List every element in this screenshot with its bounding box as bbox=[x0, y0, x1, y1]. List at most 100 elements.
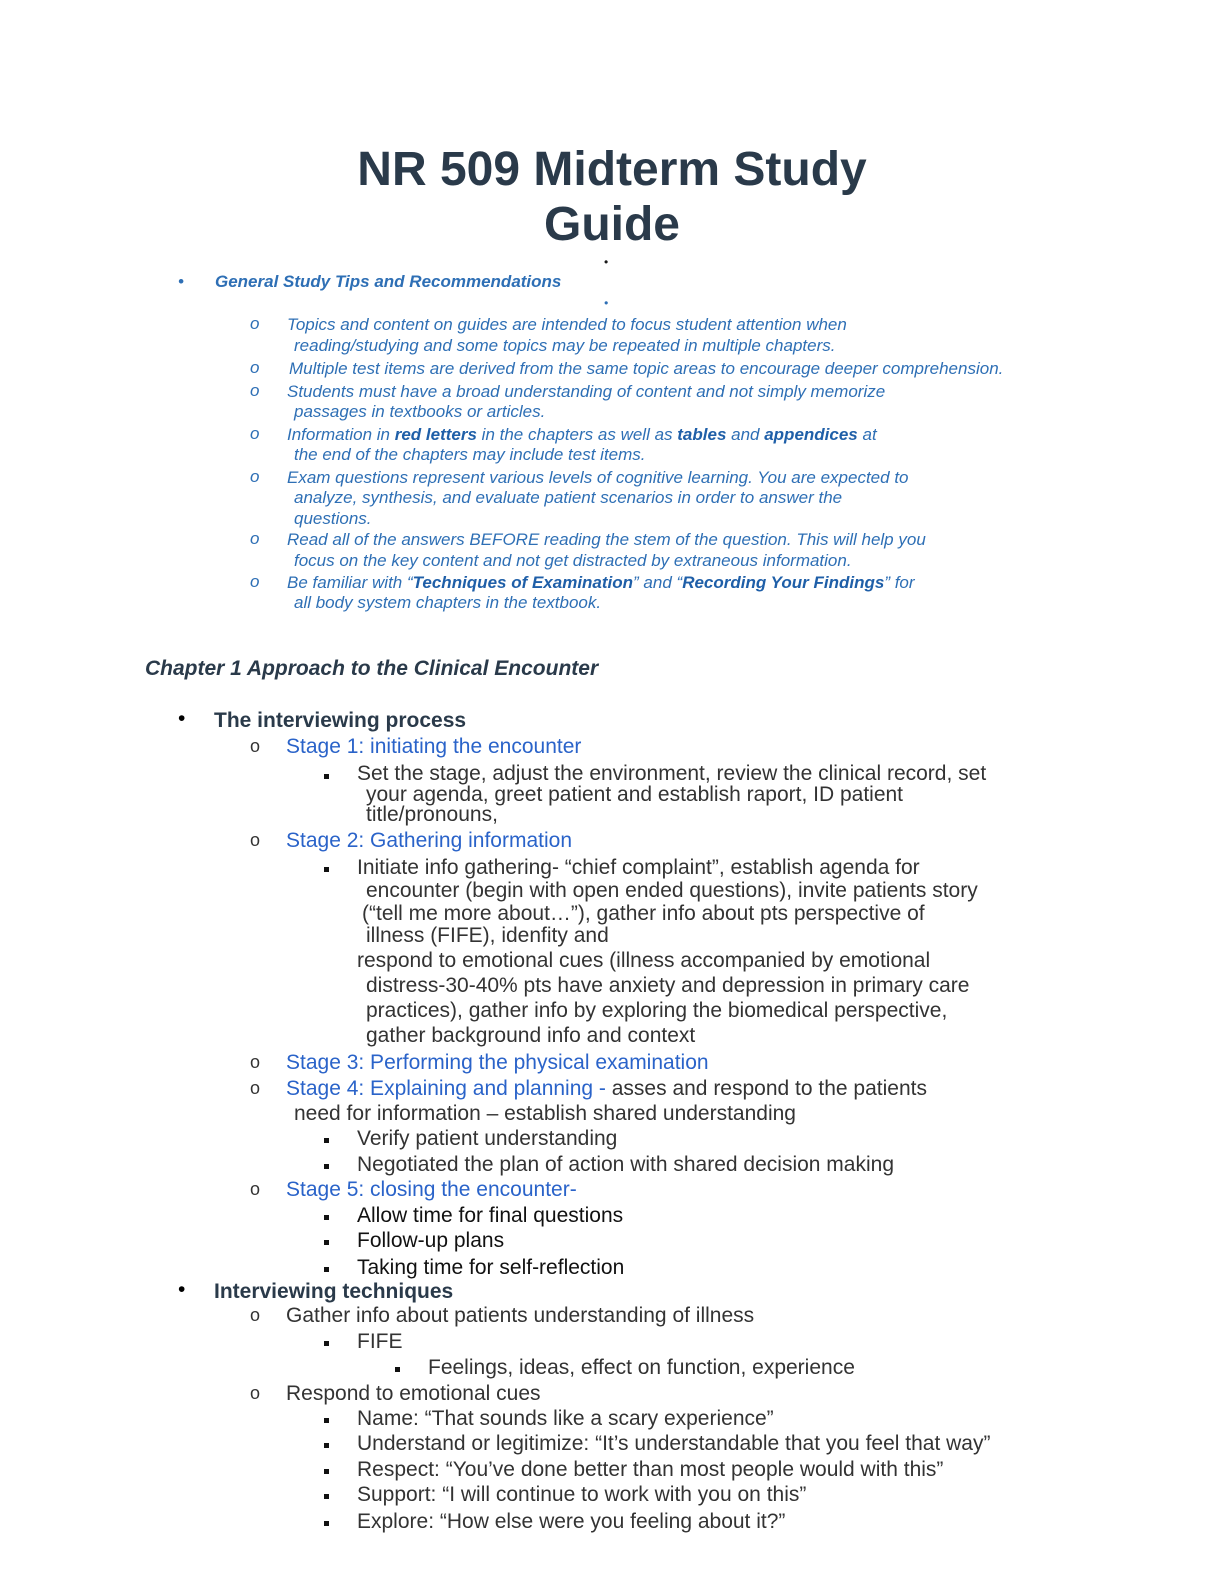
square-bullet-icon bbox=[324, 1443, 329, 1448]
tip-text: in the chapters as well as bbox=[476, 425, 678, 444]
stage-line: Stage 4: Explaining and planning - asses… bbox=[286, 1077, 927, 1101]
bullet-icon: • bbox=[178, 1278, 186, 1301]
title-line-1: NR 509 Midterm Study bbox=[357, 143, 867, 196]
tip-text: ” for bbox=[884, 573, 915, 592]
list-item: Respect: “You’ve done better than most p… bbox=[357, 1458, 944, 1481]
bullet-dot-icon: • bbox=[604, 296, 609, 310]
stage-text: asses and respond to the patients bbox=[611, 1077, 927, 1100]
list-item: Taking time for self-reflection bbox=[357, 1256, 625, 1279]
tip-line: questions. bbox=[294, 509, 372, 528]
circle-bullet-icon: o bbox=[250, 1383, 261, 1403]
list-item: Allow time for final questions bbox=[357, 1204, 624, 1227]
circle-bullet-icon: o bbox=[250, 1305, 261, 1325]
square-bullet-icon bbox=[324, 1418, 329, 1423]
list-item: Support: “I will continue to work with y… bbox=[357, 1483, 807, 1506]
bullet-icon: • bbox=[178, 272, 184, 291]
body-line: your agenda, greet patient and establish… bbox=[366, 783, 904, 806]
tip-line: the end of the chapters may include test… bbox=[294, 445, 646, 464]
square-bullet-icon bbox=[324, 1138, 329, 1143]
list-item: Negotiated the plan of action with share… bbox=[357, 1153, 894, 1176]
body-line: gather background info and context bbox=[366, 1024, 696, 1047]
square-bullet-icon bbox=[324, 774, 329, 779]
body-line: encounter (begin with open ended questio… bbox=[366, 879, 978, 902]
body-line: distress-30-40% pts have anxiety and dep… bbox=[366, 974, 970, 997]
tip-emphasis: appendices bbox=[764, 425, 858, 444]
list-item: Follow-up plans bbox=[357, 1229, 505, 1252]
circle-bullet-icon: o bbox=[250, 381, 260, 400]
circle-bullet-icon: o bbox=[250, 572, 260, 591]
square-bullet-icon bbox=[324, 1341, 329, 1346]
section-heading: The interviewing process bbox=[214, 709, 467, 732]
tip-text: at bbox=[857, 425, 877, 444]
tip-line: reading/studying and some topics may be … bbox=[294, 336, 836, 355]
circle-bullet-icon: o bbox=[250, 314, 260, 333]
body-line: illness (FIFE), idenfity and bbox=[366, 924, 609, 947]
tip-line: analyze, synthesis, and evaluate patient… bbox=[294, 488, 843, 507]
bullet-icon: • bbox=[178, 707, 186, 730]
circle-bullet-icon: o bbox=[250, 1078, 261, 1098]
stage-label: Stage 1: initiating the encounter bbox=[286, 735, 582, 758]
circle-bullet-icon: o bbox=[250, 467, 260, 486]
circle-bullet-icon: o bbox=[250, 1052, 261, 1072]
title-line-2: Guide bbox=[543, 198, 680, 251]
tip-emphasis: tables bbox=[677, 425, 727, 444]
circle-bullet-icon: o bbox=[250, 1179, 261, 1199]
circle-bullet-icon: o bbox=[250, 830, 261, 850]
list-item: Explore: “How else were you feeling abou… bbox=[357, 1510, 786, 1533]
square-bullet-icon bbox=[324, 1521, 329, 1526]
square-bullet-icon bbox=[395, 1367, 400, 1372]
square-bullet-icon bbox=[324, 1494, 329, 1499]
body-line: title/pronouns, bbox=[366, 803, 498, 826]
document-title: NR 509 Midterm Study Guide bbox=[0, 142, 1224, 252]
circle-bullet-icon: o bbox=[250, 358, 260, 377]
list-item: Verify patient understanding bbox=[357, 1127, 618, 1150]
circle-bullet-icon: o bbox=[250, 529, 260, 548]
stage-label: Stage 3: Performing the physical examina… bbox=[286, 1051, 709, 1074]
tip-line: Be familiar with “Techniques of Examinat… bbox=[287, 573, 915, 593]
tip-line: passages in textbooks or articles. bbox=[294, 402, 546, 421]
item-label: Respond to emotional cues bbox=[286, 1382, 541, 1405]
stage-label: Stage 5: closing the encounter- bbox=[286, 1178, 577, 1201]
tip-line: Students must have a broad understanding… bbox=[287, 382, 886, 401]
stage-label: Stage 4: Explaining and planning - bbox=[286, 1077, 612, 1100]
square-bullet-icon bbox=[324, 867, 329, 872]
tip-emphasis: Recording Your Findings bbox=[682, 573, 885, 592]
body-line: practices), gather info by exploring the… bbox=[366, 999, 948, 1022]
tip-line: Exam questions represent various levels … bbox=[287, 468, 909, 487]
tip-emphasis: Techniques of Examination bbox=[412, 573, 634, 592]
list-item: FIFE bbox=[357, 1330, 403, 1353]
section-heading: Interviewing techniques bbox=[214, 1280, 454, 1303]
tip-emphasis: red letters bbox=[394, 425, 477, 444]
bullet-dot-icon: • bbox=[604, 255, 609, 269]
square-bullet-icon bbox=[324, 1240, 329, 1245]
body-line: Set the stage, adjust the environment, r… bbox=[357, 762, 987, 785]
tip-line: Multiple test items are derived from the… bbox=[289, 359, 1004, 378]
body-line: (“tell me more about…”), gather info abo… bbox=[362, 902, 925, 925]
tips-heading: General Study Tips and Recommendations bbox=[215, 272, 562, 291]
body-line: respond to emotional cues (illness accom… bbox=[357, 949, 931, 972]
square-bullet-icon bbox=[324, 1215, 329, 1220]
tip-text: Information in bbox=[287, 425, 395, 444]
stage-label: Stage 2: Gathering information bbox=[286, 829, 573, 852]
tip-line: Information in red letters in the chapte… bbox=[287, 425, 877, 445]
tip-text: and bbox=[726, 425, 765, 444]
tip-line: all body system chapters in the textbook… bbox=[294, 593, 602, 612]
list-item: Name: “That sounds like a scary experien… bbox=[357, 1407, 774, 1430]
square-bullet-icon bbox=[324, 1469, 329, 1474]
chapter-heading: Chapter 1 Approach to the Clinical Encou… bbox=[145, 657, 599, 680]
body-line: Initiate info gathering- “chief complain… bbox=[357, 856, 920, 879]
tip-line: focus on the key content and not get dis… bbox=[294, 551, 852, 570]
tip-line: Topics and content on guides are intende… bbox=[287, 315, 847, 334]
tip-line: Read all of the answers BEFORE reading t… bbox=[287, 530, 926, 549]
list-item: Feelings, ideas, effect on function, exp… bbox=[428, 1356, 855, 1379]
tip-text: ” and “ bbox=[633, 573, 683, 592]
square-bullet-icon bbox=[324, 1164, 329, 1169]
list-item: Understand or legitimize: “It’s understa… bbox=[357, 1432, 991, 1455]
body-line: need for information – establish shared … bbox=[294, 1102, 796, 1125]
tip-text: Be familiar with “ bbox=[287, 573, 413, 592]
circle-bullet-icon: o bbox=[250, 424, 260, 443]
circle-bullet-icon: o bbox=[250, 736, 261, 756]
square-bullet-icon bbox=[324, 1267, 329, 1272]
item-label: Gather info about patients understanding… bbox=[286, 1304, 755, 1327]
